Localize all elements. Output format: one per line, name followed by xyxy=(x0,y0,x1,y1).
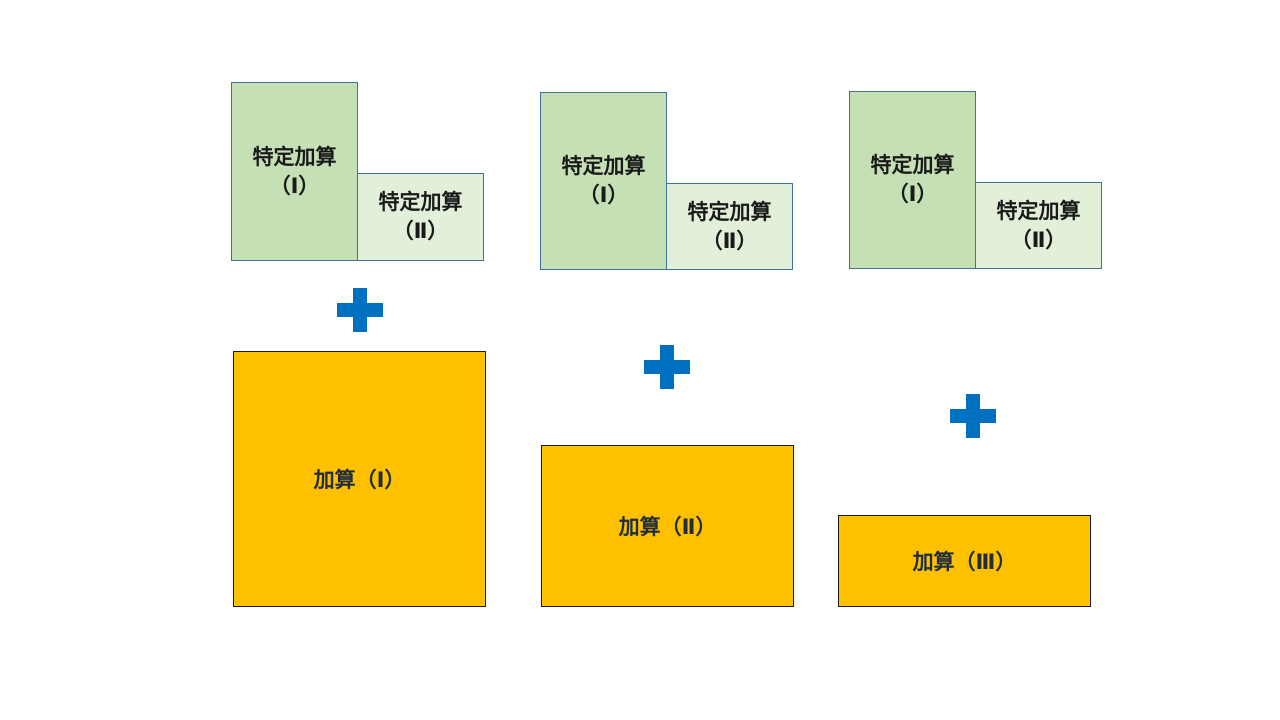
specific-addition-1-box-group-3: 特定加算 （Ⅰ） xyxy=(849,91,976,269)
specific-addition-2-box-group-1: 特定加算 （Ⅱ） xyxy=(357,173,484,261)
box-label: （Ⅰ） xyxy=(269,173,320,198)
plus-icon xyxy=(950,394,996,438)
addition-box-group-1: 加算（Ⅰ） xyxy=(233,351,486,607)
specific-addition-1-box-group-2: 特定加算 （Ⅰ） xyxy=(540,92,667,270)
specific-addition-2-box-group-2: 特定加算 （Ⅱ） xyxy=(666,183,793,270)
plus-icon xyxy=(644,345,690,389)
box-label: 特定加算 xyxy=(561,154,646,178)
addition-box-group-2: 加算（Ⅱ） xyxy=(541,445,794,607)
box-label: 特定加算 xyxy=(252,144,337,169)
box-label: （Ⅱ） xyxy=(392,219,449,243)
specific-addition-2-box-group-3: 特定加算 （Ⅱ） xyxy=(975,182,1102,269)
box-label: 加算（Ⅲ） xyxy=(912,550,1017,574)
box-label: （Ⅱ） xyxy=(1010,227,1067,252)
box-label: 特定加算 xyxy=(996,198,1081,223)
plus-icon xyxy=(337,288,383,332)
box-label: 特定加算 xyxy=(687,199,772,224)
box-label: （Ⅰ） xyxy=(578,183,629,207)
addition-box-group-3: 加算（Ⅲ） xyxy=(838,515,1091,607)
box-label: （Ⅰ） xyxy=(887,182,938,206)
box-label: 加算（Ⅱ） xyxy=(618,515,717,539)
box-label: （Ⅱ） xyxy=(701,228,758,253)
box-label: 加算（Ⅰ） xyxy=(313,468,406,492)
box-label: 特定加算 xyxy=(870,153,955,177)
specific-addition-1-box-group-1: 特定加算 （Ⅰ） xyxy=(231,82,358,261)
box-label: 特定加算 xyxy=(378,190,463,214)
